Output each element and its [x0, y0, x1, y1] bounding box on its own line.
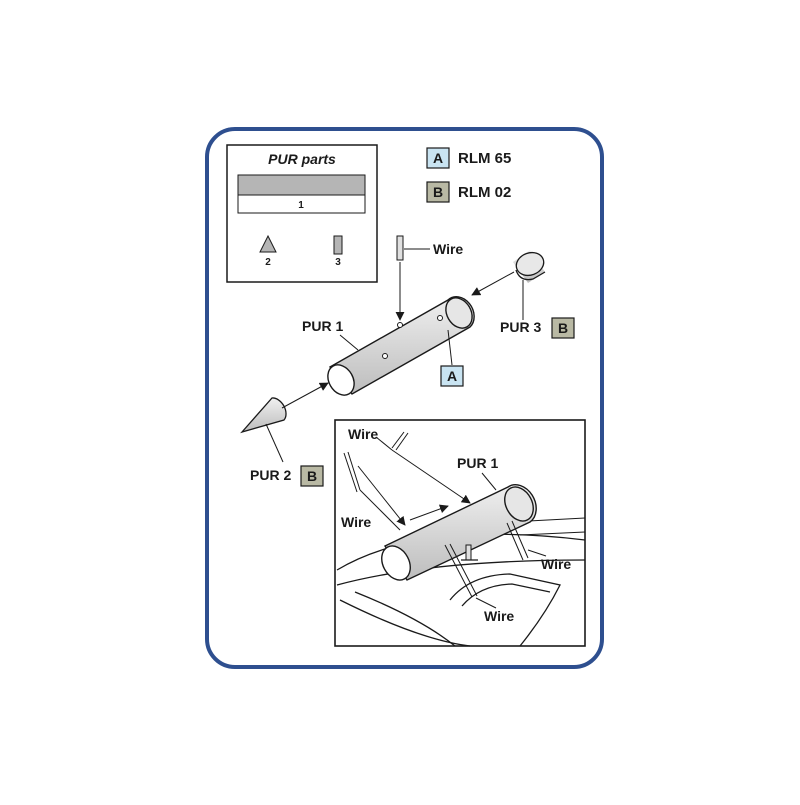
part-1-strip: [237, 174, 366, 196]
pur1-cylinder: [327, 296, 475, 396]
pur1-badge: [440, 365, 464, 387]
part-1-body: [237, 194, 366, 214]
inset-detail: Wire Wire PUR 1 Wire Wire: [334, 419, 586, 647]
part-2-triangle: [259, 234, 277, 253]
inset-wire-label-1: Wire: [348, 426, 378, 442]
pur2-cone: PUR 2 B: [240, 382, 329, 487]
pur3-cap: PUR 3 B: [471, 250, 575, 339]
legend-badge-b: [426, 181, 450, 203]
outer-frame: [205, 127, 604, 669]
pur3-badge-text: B: [558, 320, 568, 336]
pur3-label: PUR 3: [500, 319, 541, 335]
pur1-label: PUR 1: [302, 318, 343, 334]
pur-parts-box: PUR parts 1 2 3: [226, 144, 378, 283]
pur1-badge-text: A: [447, 368, 457, 384]
inset-wire-label-4: Wire: [484, 608, 514, 624]
legend-badge-b-text: B: [433, 184, 443, 200]
inset-pur1-label: PUR 1: [457, 455, 498, 471]
pur3-badge: [551, 317, 575, 339]
wire-part: Wire: [395, 235, 463, 321]
pur2-label: PUR 2: [250, 467, 291, 483]
pur-parts-title: PUR parts: [268, 151, 336, 167]
pur2-badge-text: B: [307, 468, 317, 484]
color-legend: A RLM 65 B RLM 02: [426, 147, 511, 203]
part-3-number: 3: [335, 257, 341, 268]
legend-badge-a-text: A: [433, 150, 443, 166]
legend-badge-a: [426, 147, 450, 169]
legend-rlm02: RLM 02: [458, 184, 511, 201]
part-1-number: 1: [298, 200, 304, 211]
inset-wire-label-2: Wire: [341, 514, 371, 530]
part-3-rect: [333, 235, 343, 255]
wire-label-top: Wire: [433, 241, 463, 257]
legend-rlm65: RLM 65: [458, 150, 511, 167]
inset-wire-label-3: Wire: [541, 556, 571, 572]
part-2-number: 2: [265, 257, 271, 268]
pur2-badge: [300, 465, 324, 487]
